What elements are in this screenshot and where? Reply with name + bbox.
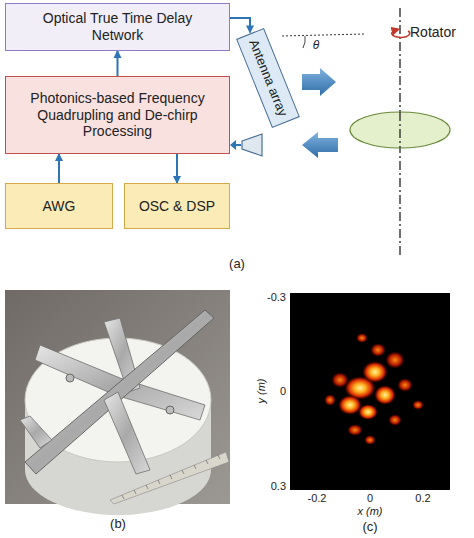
boresight-line: [282, 34, 365, 36]
axis-tick: -0.3: [267, 291, 286, 303]
signal-arrow: [230, 18, 250, 32]
signal-arrow: [117, 51, 119, 76]
axis-tick: 0: [367, 492, 373, 504]
target-ellipse: [350, 112, 450, 148]
axis-tick: -0.2: [308, 492, 327, 504]
receive-wire: [236, 144, 241, 146]
instrument-box: AWG: [5, 183, 113, 229]
node-text: Antenna array: [245, 37, 290, 119]
rotator-arrow: [392, 30, 410, 37]
transmit-beam-arrow: [302, 68, 336, 96]
axis-tick: 0.2: [415, 492, 430, 504]
receive-beam-arrow: [302, 132, 338, 158]
axis-title: y (m): [256, 378, 268, 403]
horn-antenna: [242, 134, 262, 156]
panel-label: (c): [362, 520, 377, 534]
node-text: Optical True Time Delay Network: [18, 10, 218, 44]
node-text: OSC & DSP: [139, 198, 215, 215]
panel-label: (a): [229, 257, 245, 271]
node-text: Photonics-based Frequency Quadrupling an…: [25, 90, 210, 140]
process-box: Photonics-based Frequency Quadrupling an…: [5, 76, 230, 154]
rotation-axis: [399, 8, 400, 258]
isar-image: [290, 293, 450, 490]
angle-arc: [303, 36, 305, 48]
receive-arrowhead: [230, 140, 236, 150]
angle-symbol: θ: [313, 39, 320, 52]
axis-tick: 0: [280, 385, 286, 397]
process-box: Optical True Time Delay Network: [5, 3, 230, 51]
instrument-box: OSC & DSP: [124, 183, 230, 229]
rotation-axis-front: [399, 112, 400, 148]
axis-title: x (m): [357, 505, 382, 517]
antenna-array: Antenna array: [236, 28, 300, 128]
panel-label: (b): [110, 517, 126, 531]
signal-arrow: [176, 154, 178, 183]
node-text: AWG: [43, 198, 76, 215]
axis-tick: 0.3: [271, 480, 286, 492]
signal-arrow: [58, 154, 60, 183]
rotator-label: Rotator: [410, 25, 456, 40]
target-photo: [5, 290, 230, 515]
